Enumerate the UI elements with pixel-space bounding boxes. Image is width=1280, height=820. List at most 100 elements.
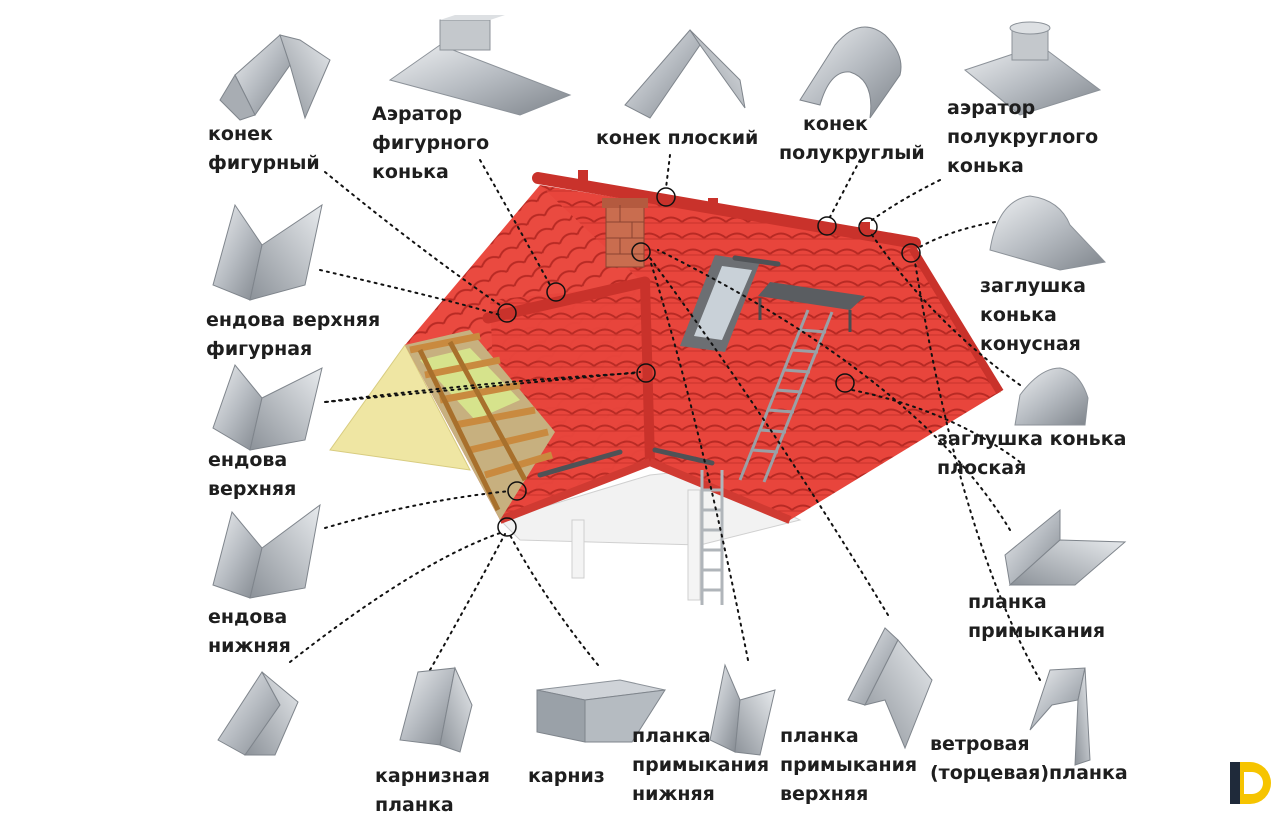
callout-circle-icon xyxy=(631,242,651,262)
callout-circle-icon xyxy=(636,363,656,383)
ridge-vent-1 xyxy=(578,170,588,184)
label-line: (торцевая)планка xyxy=(930,761,1128,784)
label-line: конька xyxy=(947,154,1024,177)
label-line: заглушка конька xyxy=(937,428,1127,450)
callout-circle-icon xyxy=(901,243,921,263)
ridge-vent-2 xyxy=(708,198,718,212)
konek-polukrugly-part xyxy=(799,26,902,119)
label-line: ендова xyxy=(208,449,288,471)
logo-icon xyxy=(1230,762,1271,804)
konek-ploskiy-part xyxy=(624,29,746,119)
label-endova-verhnyaya-figurnaya: ендова верхняя фигурная xyxy=(206,306,380,364)
label-aerator-polukruglogo: аэратор полукруглого конька xyxy=(947,94,1098,181)
roof-walkway xyxy=(758,282,865,332)
label-line: планка xyxy=(968,591,1047,613)
endova-verhnyaya-part xyxy=(212,363,323,451)
label-line: конек xyxy=(803,113,868,135)
label-karniznaya-planka: карнизная планка xyxy=(375,762,490,820)
valley-ridge xyxy=(640,281,655,463)
label-line: планка xyxy=(632,725,711,747)
label-line: примыкания xyxy=(632,753,770,776)
ridge-vent-3 xyxy=(860,222,870,236)
label-line: фигурного xyxy=(372,131,490,154)
callout-circle-icon xyxy=(497,303,517,323)
leader-lines xyxy=(289,154,1041,681)
label-line: планка xyxy=(375,793,454,816)
karniz-part xyxy=(536,679,666,743)
label-konek-polukrugly: конек полукруглый xyxy=(779,110,925,168)
main-ridge xyxy=(532,172,921,249)
label-konek-figurny: конек фигурный xyxy=(208,120,320,178)
label-line: ендова верхняя xyxy=(206,309,381,331)
column-left xyxy=(571,519,585,579)
label-line: фигурная xyxy=(206,337,313,360)
label-line: полукруглый xyxy=(779,141,925,164)
roof-cutaway xyxy=(405,330,555,520)
callout-circles xyxy=(497,187,921,537)
endova-nizhnyaya-part xyxy=(212,503,321,599)
right-edge xyxy=(908,245,1004,395)
label-line: Аэратор xyxy=(372,103,463,125)
label-line: аэратор xyxy=(947,97,1036,119)
roof-back-plane xyxy=(540,185,1000,520)
house-illustration xyxy=(289,154,1041,681)
callout-circle-icon xyxy=(858,217,878,237)
label-planka-primykaniya: планка примыкания xyxy=(968,588,1105,646)
label-endova-verhnyaya: ендова верхняя xyxy=(208,446,296,504)
column-right xyxy=(687,489,701,601)
label-line: примыкания xyxy=(780,753,918,776)
karniznaya-planka-part xyxy=(217,671,299,756)
label-zaglushka-ploskaya: заглушка конька плоская xyxy=(937,425,1126,483)
label-line: нижняя xyxy=(208,634,291,657)
label-line: верхняя xyxy=(208,477,297,500)
label-line: примыкания xyxy=(968,619,1106,642)
callout-circle-icon xyxy=(817,216,837,236)
eave-left xyxy=(498,458,652,524)
label-line: заглушка xyxy=(980,275,1086,297)
label-line: нижняя xyxy=(632,782,715,805)
label-line: карниз xyxy=(528,765,605,787)
aerator-polukruglogo-part xyxy=(963,21,1102,116)
hip-ridge xyxy=(482,276,651,324)
endova-verhnyaya-figurnaya-part xyxy=(212,203,323,301)
label-aerator-figurnogo: Аэратор фигурного конька xyxy=(372,100,489,187)
callout-circle-icon xyxy=(546,282,566,302)
snow-guards xyxy=(537,255,781,478)
label-line: ендова xyxy=(208,606,288,628)
callout-circle-icon xyxy=(507,481,527,501)
planka-primykaniya-part xyxy=(1004,508,1127,586)
aerator-figurnogo-part xyxy=(388,15,572,116)
label-karniz: карниз xyxy=(528,762,605,791)
vetrovaya-planka-part xyxy=(1029,667,1091,766)
label-line: конусная xyxy=(980,332,1081,355)
callout-circle-icon xyxy=(656,187,676,207)
label-endova-nizhnyaya: ендова нижняя xyxy=(208,603,291,661)
label-line: фигурный xyxy=(208,151,320,174)
label-zaglushka-konusnaya: заглушка конька конусная xyxy=(980,272,1086,359)
planka-primykaniya-verhnyaya-part xyxy=(847,627,933,750)
chimney xyxy=(602,198,648,268)
label-vetrovaya-planka: ветровая (торцевая)планка xyxy=(930,730,1128,788)
label-line: верхняя xyxy=(780,782,869,805)
callout-circle-icon xyxy=(835,373,855,393)
karniz-planka-part xyxy=(399,666,473,753)
label-line: ветровая xyxy=(930,733,1030,755)
label-line: карнизная xyxy=(375,765,490,787)
label-konek-ploskiy: конек плоский xyxy=(596,124,758,153)
label-line: плоская xyxy=(937,456,1027,479)
label-line: конька xyxy=(980,303,1057,326)
zaglushka-konusnaya-part xyxy=(989,195,1107,271)
label-planka-primykaniya-nizhnyaya: планка примыкания нижняя xyxy=(632,722,769,809)
label-line: конек плоский xyxy=(596,127,759,149)
zaglushka-ploskaya-part xyxy=(1014,367,1089,426)
konek-figurny-part xyxy=(219,34,331,121)
label-line: полукруглого xyxy=(947,125,1099,148)
label-line: конек xyxy=(208,123,273,145)
callout-circle-icon xyxy=(497,517,517,537)
label-line: планка xyxy=(780,725,859,747)
label-planka-primykaniya-verhnyaya: планка примыкания верхняя xyxy=(780,722,917,809)
planka-primykaniya-nizhnyaya-part xyxy=(709,663,776,756)
roof-ladder xyxy=(738,309,834,483)
label-line: конька xyxy=(372,160,449,183)
